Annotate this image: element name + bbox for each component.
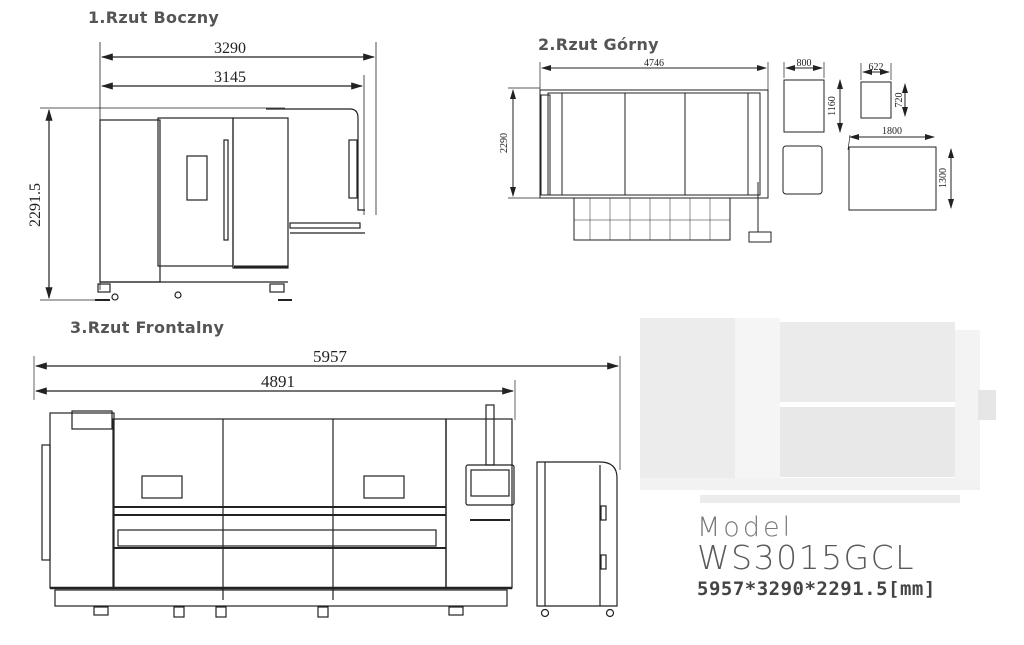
dim-cabinet-b-depth: 720 — [894, 93, 905, 108]
side-view-title: 1.Rzut Boczny — [88, 8, 220, 27]
dim-front-overall-length: 5957 — [313, 347, 348, 366]
dim-side-inner-depth: 3145 — [214, 69, 246, 86]
dim-table-width: 1800 — [882, 126, 902, 137]
dim-side-height: 2291.5 — [27, 183, 44, 227]
dim-top-width: 2290 — [499, 133, 510, 153]
dim-table-depth: 1300 — [938, 168, 949, 188]
top-view-drawing — [508, 62, 954, 243]
model-label: Model — [697, 512, 794, 543]
dim-side-overall-depth: 3290 — [214, 40, 246, 57]
ghost-machine-photo — [640, 318, 996, 503]
front-view-title: 3.Rzut Frontalny — [70, 318, 225, 337]
dim-cabinet-b-width: 622 — [869, 62, 884, 73]
top-view-title: 2.Rzut Górny — [538, 35, 659, 54]
front-view-drawing — [33, 356, 621, 618]
dim-top-length: 4746 — [644, 58, 664, 69]
dim-cabinet-a-width: 800 — [797, 58, 812, 69]
dim-cabinet-a-depth: 1160 — [827, 96, 838, 116]
dim-front-machine-length: 4891 — [261, 372, 295, 391]
model-dimensions: 5957*3290*2291.5[mm] — [697, 578, 936, 600]
model-name: WS3015GCL — [697, 538, 916, 577]
side-view-drawing — [40, 42, 377, 301]
